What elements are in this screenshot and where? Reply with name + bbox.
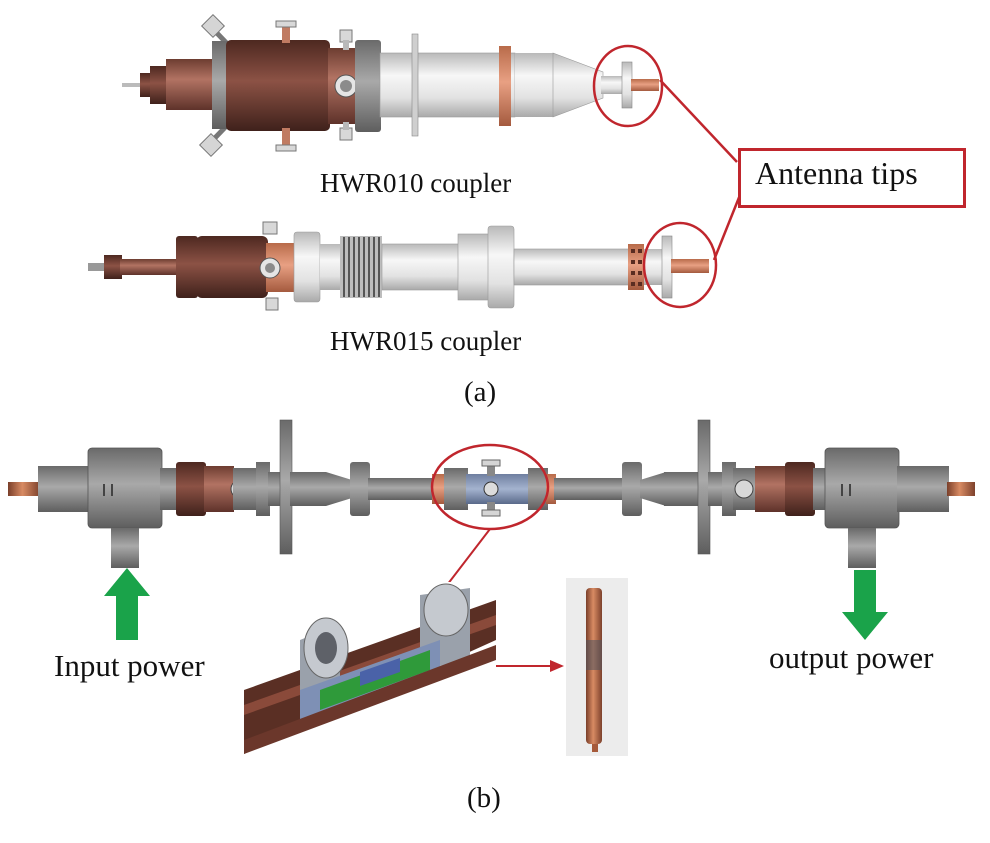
cutaway-render xyxy=(244,582,496,754)
bellows xyxy=(340,236,382,298)
hwr010-coupler xyxy=(122,13,659,158)
antenna-tips-callout: Antenna tips xyxy=(738,148,966,208)
output-power-label: output power xyxy=(769,640,934,675)
panel-a-label: (a) xyxy=(464,376,497,408)
hwr015-coupler-label: HWR015 coupler xyxy=(330,326,522,356)
antenna-tip-markers xyxy=(592,44,742,309)
input-power-label: Input power xyxy=(54,648,205,683)
antenna-photo xyxy=(566,578,628,756)
panel-b-label: (b) xyxy=(467,782,501,814)
hwr010-coupler-label: HWR010 coupler xyxy=(320,168,512,198)
test-stand-assembly xyxy=(8,419,975,568)
output-power-arrow xyxy=(842,570,888,640)
hwr015-coupler xyxy=(88,221,709,311)
input-power-arrow xyxy=(104,568,150,640)
